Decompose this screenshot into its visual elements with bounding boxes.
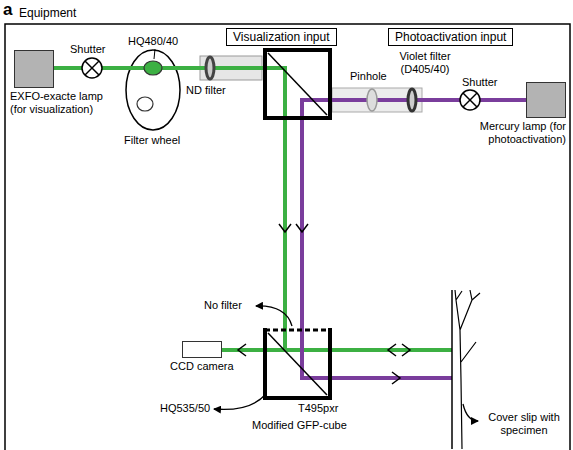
pinhole — [367, 89, 377, 111]
device-label: Photoactivation input — [395, 30, 506, 44]
part-label: Pinhole — [350, 70, 387, 83]
shutter-symbol — [460, 90, 480, 110]
light-source: EXFO-exacte lamp (for visualization) — [10, 50, 114, 116]
shutter-symbol — [460, 90, 480, 110]
direction-chevron — [279, 224, 291, 232]
direction-chevron — [388, 344, 396, 356]
direction-chevron — [238, 344, 246, 356]
device-square — [14, 50, 54, 88]
part-label: HQ535/50 — [160, 402, 210, 415]
nd-filter — [206, 57, 214, 79]
device-square — [182, 341, 222, 358]
shutter-symbol — [85, 61, 99, 75]
gfp-cube — [265, 328, 330, 398]
device-label: CCD camera — [170, 360, 234, 373]
empty-filter-slot — [137, 97, 153, 111]
specimen — [455, 290, 480, 449]
part-label: Modified GFP-cube — [252, 419, 347, 432]
light-source: CCD camera — [170, 341, 234, 373]
input-box: Photoactivation input — [388, 28, 513, 46]
part-label: Shutter — [70, 43, 105, 56]
part-label: Violet filter (D405/40) — [392, 50, 458, 76]
callout-arrow — [214, 394, 266, 409]
direction-chevron — [296, 224, 308, 232]
beam-combiner-cube — [265, 50, 330, 118]
dichroic-mirror — [268, 333, 327, 395]
callout-arrow — [256, 306, 292, 326]
device-label: EXFO-exacte lamp (for visualization) — [10, 90, 114, 116]
shutter-symbol — [463, 93, 477, 107]
input-box: Visualization input — [226, 28, 337, 46]
shutter-symbol — [82, 58, 102, 78]
device-label: Mercury lamp (for photoactivation) — [454, 120, 566, 146]
excitation-filter — [144, 61, 162, 75]
light-source: Mercury lamp (for photoactivation) — [454, 82, 566, 146]
gfp-cube — [265, 328, 330, 398]
part-label: HQ480/40 — [128, 35, 178, 48]
panel-letter: a — [3, 0, 12, 20]
direction-chevron — [402, 344, 410, 356]
panel-frame — [5, 24, 570, 450]
shutter-symbol — [85, 61, 99, 75]
leader-line — [154, 49, 155, 59]
device-label: Visualization input — [233, 30, 330, 44]
part-label: Cover slip with specimen — [482, 411, 566, 437]
part-label: Shutter — [462, 76, 497, 89]
cover-slip — [451, 290, 453, 449]
shutter-symbol — [82, 58, 102, 78]
filter-wheel — [126, 50, 180, 130]
direction-chevron — [392, 372, 400, 384]
dichroic-mirror — [268, 53, 327, 115]
part-label: Equipment — [19, 6, 76, 20]
shutter-symbol — [463, 93, 477, 107]
part-label: ND filter — [186, 84, 226, 97]
violet-filter — [408, 89, 416, 111]
part-label: T495pxr — [298, 402, 338, 415]
part-label: No filter — [204, 299, 242, 312]
callout-arrow — [463, 404, 478, 421]
emission-beam — [220, 348, 452, 352]
part-label: Filter wheel — [124, 134, 180, 147]
device-square — [526, 82, 566, 118]
gfp-cube — [265, 329, 330, 332]
